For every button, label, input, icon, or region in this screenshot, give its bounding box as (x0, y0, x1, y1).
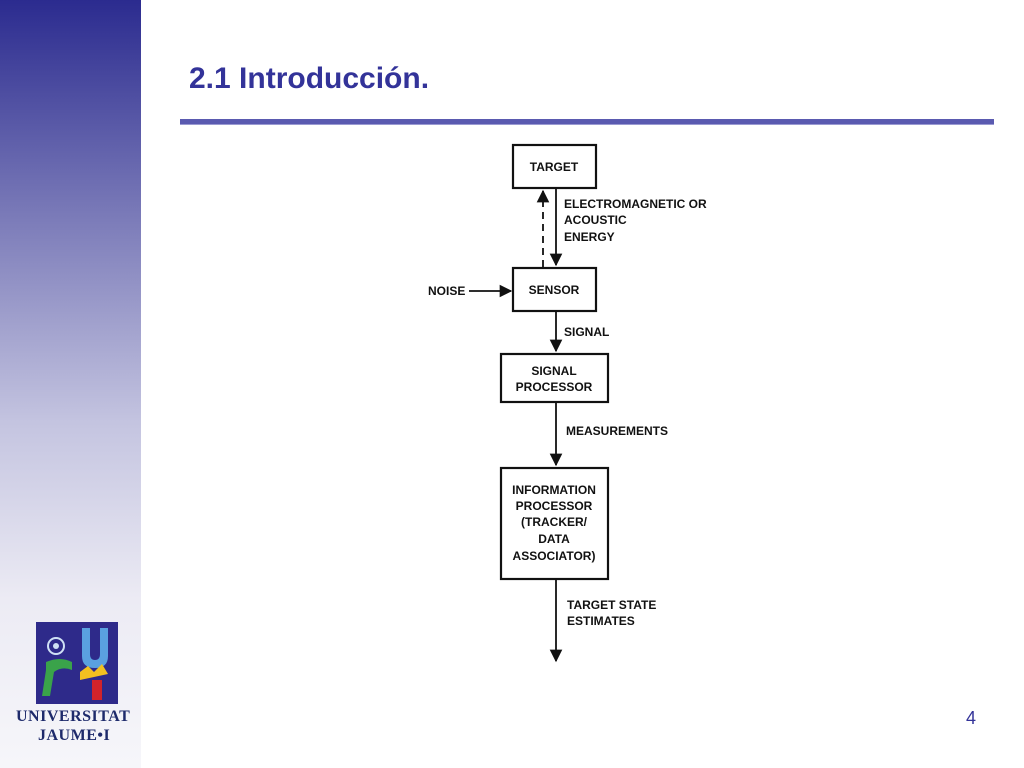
information-processor-block (499, 466, 610, 581)
energy-label-line2: ACOUSTIC (564, 213, 627, 227)
information-processor-label-line5: ASSOCIATOR) (513, 549, 596, 563)
information-processor-label-line1: INFORMATION (512, 483, 596, 497)
university-name-line1: UNIVERSITAT (16, 708, 131, 725)
title-rule (180, 119, 994, 125)
university-logo-icon (36, 622, 118, 704)
estimates-label-line1: TARGET STATE (567, 598, 656, 612)
page-number: 4 (966, 708, 977, 728)
information-processor-label-line3: (TRACKER/ (521, 515, 588, 529)
energy-label-line1: ELECTROMAGNETIC OR (564, 197, 707, 211)
signal-label: SIGNAL (564, 325, 609, 339)
signal-processor-block (499, 352, 610, 404)
estimates-label-line2: ESTIMATES (567, 614, 635, 628)
sensor-label: SENSOR (529, 283, 580, 297)
slide-title: 2.1 Introducción. (189, 62, 430, 95)
energy-label-line3: ENERGY (564, 230, 615, 244)
signal-processor-label-line1: SIGNAL (531, 364, 576, 378)
target-block (511, 143, 598, 190)
information-processor-label-line4: DATA (538, 532, 570, 546)
measurements-label: MEASUREMENTS (566, 424, 668, 438)
target-label: TARGET (530, 160, 579, 174)
information-processor-label-line2: PROCESSOR (516, 499, 593, 513)
signal-processor-label-line2: PROCESSOR (516, 380, 593, 394)
sensor-block (511, 266, 598, 313)
noise-label: NOISE (428, 284, 465, 298)
university-name-line2: JAUME•I (38, 727, 111, 744)
block-diagram: TARGET ELECTROMAGNETIC OR ACOUSTIC ENERG… (428, 143, 707, 663)
